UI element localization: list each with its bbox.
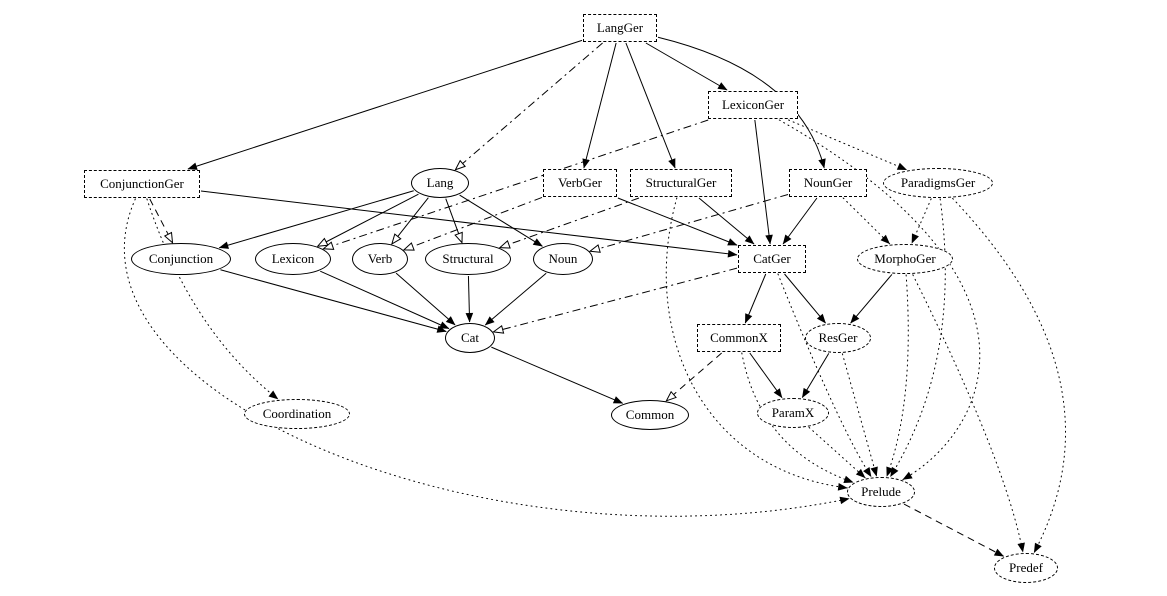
graph-node-CommonX: CommonX (697, 324, 781, 352)
graph-edge-NounGer-CatGer (782, 197, 818, 245)
graph-node-Lang: Lang (411, 168, 469, 198)
graph-edge-Structural-Cat (465, 275, 474, 323)
graph-node-CatGer: CatGer (738, 245, 806, 273)
graph-node-Predef: Predef (994, 553, 1058, 583)
graph-edge-LangGer-StructuralGer (625, 42, 676, 169)
graph-edge-Prelude-Predef (903, 503, 1005, 557)
graph-edge-Lexicon-Cat (320, 270, 450, 330)
graph-node-StructuralGer: StructuralGer (630, 169, 732, 197)
graph-edge-StructuralGer-CatGer (698, 197, 755, 245)
graph-node-Structural: Structural (425, 243, 511, 275)
graph-node-Verb: Verb (352, 243, 408, 275)
graph-edge-ConjunctionGer-Prelude (123, 198, 850, 517)
graph-edge-Lang-Noun (459, 194, 543, 247)
graph-edge-ParadigmsGer-MorphoGer (911, 198, 932, 244)
graph-edge-LangGer-LexiconGer (645, 42, 728, 91)
graph-edge-LexiconGer-Lexicon (322, 119, 709, 250)
graph-node-Prelude: Prelude (847, 477, 915, 507)
graph-node-ParamX: ParamX (757, 398, 829, 428)
graph-edge-LangGer-Lang (454, 42, 603, 171)
graph-edge-LangGer-VerbGer (582, 42, 617, 169)
graph-edge-ParadigmsGer-Prelude (889, 198, 946, 478)
graph-edge-CommonX-Prelude (741, 352, 854, 483)
graph-node-Conjunction: Conjunction (131, 243, 231, 275)
graph-edge-Lang-Structural (445, 198, 463, 244)
graph-node-LexiconGer: LexiconGer (708, 91, 798, 119)
graph-edge-ResGer-Prelude (841, 353, 878, 477)
graph-edge-MorphoGer-ResGer (850, 274, 893, 324)
graph-edge-NounGer-MorphoGer (842, 197, 891, 245)
graph-edge-CatGer-Cat (492, 267, 738, 334)
graph-edge-ConjunctionGer-CatGer (200, 190, 738, 258)
graph-edge-Verb-Cat (395, 272, 456, 326)
graph-node-VerbGer: VerbGer (543, 169, 617, 197)
graph-node-ResGer: ResGer (805, 323, 871, 353)
graph-edge-MorphoGer-Predef (912, 274, 1025, 553)
graph-edge-ConjunctionGer-Coordination (146, 198, 279, 400)
graph-edge-Lang-Lexicon (316, 193, 419, 247)
graph-edge-VerbGer-Verb (402, 196, 543, 251)
graph-node-LangGer: LangGer (583, 14, 657, 42)
graph-node-ParadigmsGer: ParadigmsGer (883, 168, 993, 198)
graph-edge-CatGer-Prelude (777, 273, 872, 478)
graph-edge-NounGer-Noun (588, 193, 789, 253)
graph-edge-CatGer-CommonX (744, 273, 767, 324)
graph-node-Common: Common (611, 400, 689, 430)
graph-node-ConjunctionGer: ConjunctionGer (84, 170, 200, 198)
graph-node-Lexicon: Lexicon (255, 243, 331, 275)
graph-edge-LexiconGer-ParadigmsGer (788, 119, 908, 171)
graph-edge-CommonX-ParamX (749, 352, 783, 399)
graph-edge-Cat-Common (491, 346, 624, 404)
graph-edge-Lang-Verb (391, 197, 429, 246)
graph-edge-ParadigmsGer-Predef (952, 197, 1066, 553)
graph-edge-LangGer-NounGer (657, 36, 826, 169)
graph-node-Coordination: Coordination (244, 399, 350, 429)
graph-edge-VerbGer-CatGer (617, 197, 738, 246)
graph-node-NounGer: NounGer (789, 169, 867, 197)
graph-edge-LexiconGer-CatGer (754, 119, 773, 245)
graph-edge-Conjunction-Cat (220, 269, 447, 333)
graph-edge-StructuralGer-Structural (498, 197, 640, 249)
graph-edge-Lang-Conjunction (218, 190, 414, 249)
graph-node-MorphoGer: MorphoGer (857, 244, 953, 274)
graph-edge-LangGer-ConjunctionGer (187, 39, 583, 170)
graph-edge-ResGer-ParamX (801, 353, 830, 398)
graph-edge-Noun-Cat (484, 272, 547, 326)
graph-edge-MorphoGer-Prelude (886, 274, 909, 477)
graph-edge-CatGer-ResGer (784, 273, 826, 324)
graph-edge-ConjunctionGer-Conjunction (149, 198, 174, 244)
graph-node-Noun: Noun (533, 243, 593, 275)
graph-edge-CommonX-Common (665, 352, 722, 402)
graph-node-Cat: Cat (445, 323, 495, 353)
